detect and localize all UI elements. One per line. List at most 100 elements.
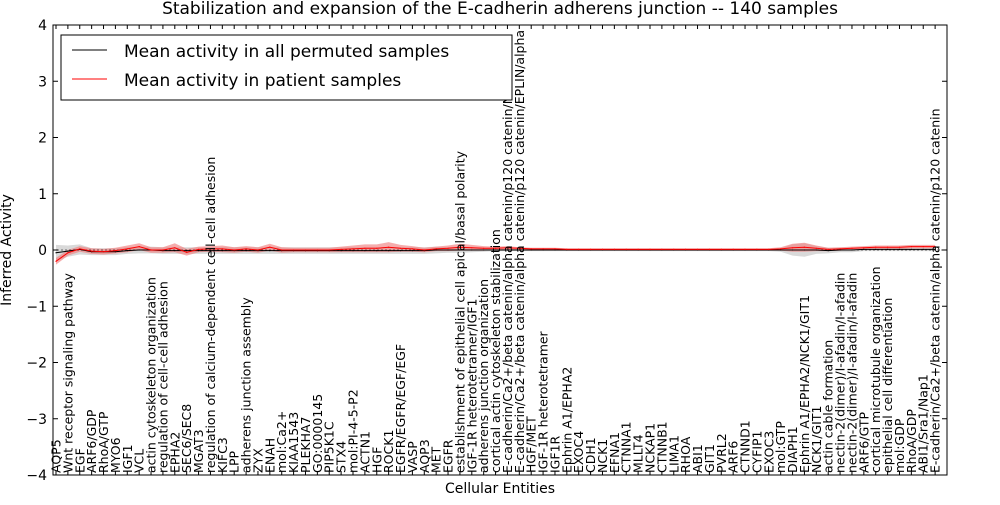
x-tick-label: adherens junction assembly <box>239 297 254 473</box>
data-point-patient <box>471 247 473 249</box>
data-point-permuted <box>388 250 390 252</box>
data-point-patient <box>91 250 93 252</box>
data-point-permuted <box>530 249 532 251</box>
data-point-patient <box>768 248 770 250</box>
x-tick-label: NCKAP1 <box>643 423 658 473</box>
x-tick-label: MET <box>429 446 444 473</box>
data-point-permuted <box>827 250 829 252</box>
band-patient <box>56 242 936 265</box>
data-point-patient <box>423 249 425 251</box>
data-point-patient <box>67 252 69 254</box>
x-tick-label: CYFIP1 <box>749 430 764 473</box>
data-point-patient <box>875 246 877 248</box>
x-tick-label: ACTN1 <box>357 431 372 473</box>
data-point-patient <box>851 247 853 249</box>
data-point-permuted <box>815 249 817 251</box>
data-point-patient <box>257 249 259 251</box>
y-axis-label: Inferred Activity <box>0 194 15 306</box>
data-point-patient <box>637 248 639 250</box>
x-tick-label: IGF1R <box>548 435 563 473</box>
data-point-patient <box>328 249 330 251</box>
legend-box <box>60 34 513 101</box>
data-point-patient <box>863 247 865 249</box>
data-point-permuted <box>887 248 889 250</box>
x-tick-label: PVRL2 <box>714 433 729 473</box>
confidence-bands <box>56 242 936 265</box>
data-point-patient <box>138 246 140 248</box>
data-point-patient <box>221 248 223 250</box>
x-tick-label: mol:GDP <box>892 418 907 473</box>
data-point-patient <box>530 248 532 250</box>
x-tick-label: regulation of cell-cell adhesion <box>155 281 170 473</box>
x-tick-label: IGF-1R heterotetramer <box>536 330 551 473</box>
x-tick-label: AQP5 <box>49 439 64 473</box>
x-axis-label: Cellular Entities <box>445 481 555 497</box>
data-point-patient <box>542 248 544 250</box>
x-tick-label: IGF-1R heterotetramer/IGF1 <box>464 299 479 473</box>
data-point-permuted <box>459 249 461 251</box>
data-point-patient <box>839 248 841 250</box>
data-point-patient <box>910 246 913 248</box>
data-point-permuted <box>506 249 508 251</box>
data-point-permuted <box>435 249 437 251</box>
x-tick-label: HGF <box>369 447 384 473</box>
x-tick-label: ABI1 <box>690 444 705 473</box>
data-point-patient <box>352 248 354 250</box>
data-point-permuted <box>803 249 806 251</box>
data-point-patient <box>376 247 378 249</box>
y-tick-label: −3 <box>26 412 47 428</box>
x-tick-label: NCK1/GIT1 <box>809 406 824 473</box>
legend-label-permuted: Mean activity in all permuted samples <box>124 42 449 62</box>
data-point-patient <box>483 247 485 249</box>
y-tick-label: 3 <box>38 74 47 90</box>
data-point-permuted <box>518 249 520 251</box>
data-point-patient <box>673 248 675 250</box>
data-point-permuted <box>67 250 69 252</box>
data-point-patient <box>435 248 437 250</box>
x-tick-label: RhoA/GTP <box>96 411 111 473</box>
x-tick-label: VASP <box>405 441 420 473</box>
x-tick-label: EGFR <box>441 439 456 473</box>
data-point-patient <box>601 248 604 250</box>
data-point-patient <box>55 260 57 262</box>
x-tick-label: MLLT4 <box>631 434 646 473</box>
data-point-patient <box>304 249 307 251</box>
data-point-permuted <box>863 248 865 250</box>
data-point-patient <box>661 248 663 250</box>
data-point-patient <box>364 247 366 249</box>
y-tick-label: 1 <box>38 187 47 203</box>
data-point-patient <box>174 247 176 249</box>
data-point-permuted <box>376 250 378 252</box>
data-point-patient <box>79 248 81 250</box>
x-tick-label: SEC6/SEC8 <box>179 404 194 473</box>
data-point-patient <box>209 248 211 250</box>
x-tick-label: regulation of calcium-dependent cell-cel… <box>203 157 218 473</box>
data-point-patient <box>934 246 936 248</box>
data-point-patient <box>708 248 711 250</box>
data-point-patient <box>102 251 105 253</box>
x-tick-label: epithelial cell differentiation <box>880 298 895 473</box>
x-tick-label: EPHA2 <box>167 432 182 473</box>
x-tick-label: GIT1 <box>702 444 717 473</box>
x-tick-label: NCK1 <box>595 439 610 473</box>
data-point-permuted <box>209 250 211 252</box>
data-point-patient <box>198 248 200 250</box>
x-tick-label: HGF/MET <box>524 416 539 473</box>
data-point-permuted <box>910 248 913 250</box>
x-tick-label: LIMA1 <box>666 435 681 473</box>
x-tick-label: EXOC4 <box>571 431 586 473</box>
data-point-patient <box>459 246 461 248</box>
data-point-patient <box>233 249 235 251</box>
data-point-patient <box>150 249 152 251</box>
x-tick-label: AQP3 <box>417 439 432 473</box>
data-point-permuted <box>221 250 223 252</box>
x-tick-label: RHOA <box>678 436 693 473</box>
series-lines <box>55 246 936 262</box>
data-point-patient <box>316 249 318 251</box>
x-tick-label: cortical actin cytoskeleton stabilizatio… <box>488 229 503 473</box>
x-tick-label: establishment of epithelial cell apical/… <box>452 150 467 473</box>
legend: Mean activity in all permuted samples Me… <box>60 34 513 101</box>
data-point-permuted <box>554 249 556 251</box>
